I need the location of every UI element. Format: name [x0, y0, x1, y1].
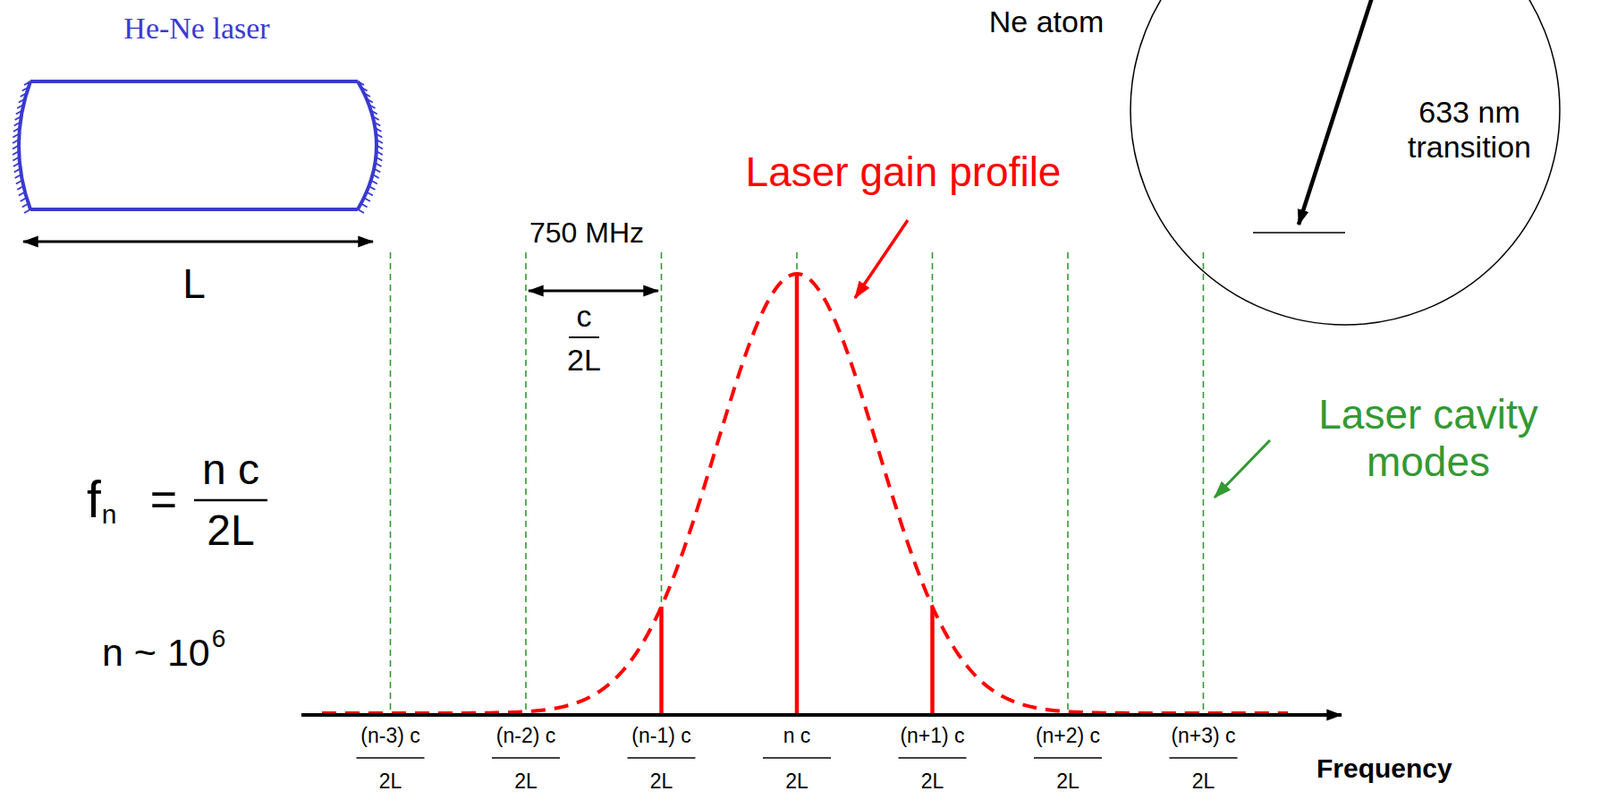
fraction-bars: [356, 757, 1238, 759]
tick-numerator: n c: [783, 723, 812, 747]
fraction-bar: [568, 336, 600, 339]
fraction-denominator: 2L: [567, 342, 602, 378]
exponent: 6: [211, 624, 227, 653]
fraction-bar: [1033, 756, 1102, 759]
cavity-wall: [30, 81, 358, 210]
fraction-numerator: n c: [202, 444, 260, 494]
mirror-hatching: [12, 81, 31, 213]
leader-arrow: [1214, 440, 1270, 498]
cavity-mode-line: [389, 252, 392, 713]
tick-numerator: (n+2) c: [1035, 723, 1101, 747]
fraction-bar: [356, 756, 425, 759]
fraction-bar: [627, 756, 696, 759]
cavity-mode-lines: [390, 252, 1204, 713]
tick-denominator: 2L: [650, 769, 674, 793]
energy-level: [1252, 231, 1346, 234]
formula-symbol: =: [150, 473, 178, 527]
tick-denominator: 2L: [514, 769, 538, 793]
lasing-mode-line: [795, 273, 800, 713]
tick-denominator: 2L: [921, 769, 945, 793]
cavity-mode-line: [660, 252, 663, 713]
axis-title: Frequency: [1316, 753, 1453, 785]
dimension-label: 750 MHz: [529, 216, 644, 250]
frequency-axis: [301, 712, 1342, 717]
lasing-mode-line: [659, 606, 664, 713]
length-arrow: [23, 240, 373, 244]
tick-denominator: 2L: [785, 769, 809, 793]
laser-cavity: He-Ne laser: [8, 4, 385, 215]
transition-label: 633 nm transition: [1388, 94, 1550, 165]
tick-numerator: (n-3) c: [360, 723, 420, 747]
cavity-mode-line: [1066, 252, 1069, 713]
lasing-mode-line: [930, 606, 935, 713]
leader-arrow: [855, 220, 908, 298]
fraction-bar: [898, 756, 967, 759]
mode-number: n ~ 10: [101, 630, 211, 675]
gain-profile: [321, 273, 1288, 713]
heading: Ne atom: [989, 4, 1105, 40]
fraction-bar: [762, 756, 831, 759]
tick-denominator: 2L: [379, 769, 403, 793]
mirror: [357, 81, 377, 210]
fraction-denominator: 2L: [206, 505, 254, 555]
gain-curve: [321, 273, 1288, 713]
spacing-arrow: [528, 289, 659, 293]
fraction-bar: [491, 756, 560, 759]
formula-symbol: f: [86, 470, 102, 530]
atom-circle: Ne atom633 nm transition: [1128, 0, 1562, 327]
gain-label: Laser gain profile: [745, 148, 1062, 196]
cavity-mode-line: [795, 252, 798, 713]
tick-numerator: (n+1) c: [899, 723, 965, 747]
tick-numerator: (n+3) c: [1170, 723, 1236, 747]
heading: He-Ne laser: [123, 10, 270, 46]
formula-subscript: n: [101, 499, 118, 531]
cavity-mode-line: [931, 252, 934, 713]
dimension-label: L: [182, 260, 206, 308]
fraction-bar: [1169, 756, 1238, 759]
atom-outline: [1130, 0, 1560, 325]
tick-numerator: (n-2) c: [496, 723, 556, 747]
fraction-bar: [194, 499, 268, 502]
transition-arrow: [1298, 0, 1386, 225]
tick-denominator: 2L: [1056, 769, 1080, 793]
tick-numerator: (n-1) c: [631, 723, 691, 747]
tick-denominator: 2L: [1192, 769, 1216, 793]
modes-label: Laser cavity modes: [1285, 390, 1572, 486]
mirror-hatching: [357, 81, 383, 213]
cavity-mode-line: [524, 252, 527, 713]
fraction-numerator: c: [576, 298, 593, 334]
cavity-mode-line: [1202, 252, 1205, 713]
lasing-modes: [661, 273, 933, 713]
